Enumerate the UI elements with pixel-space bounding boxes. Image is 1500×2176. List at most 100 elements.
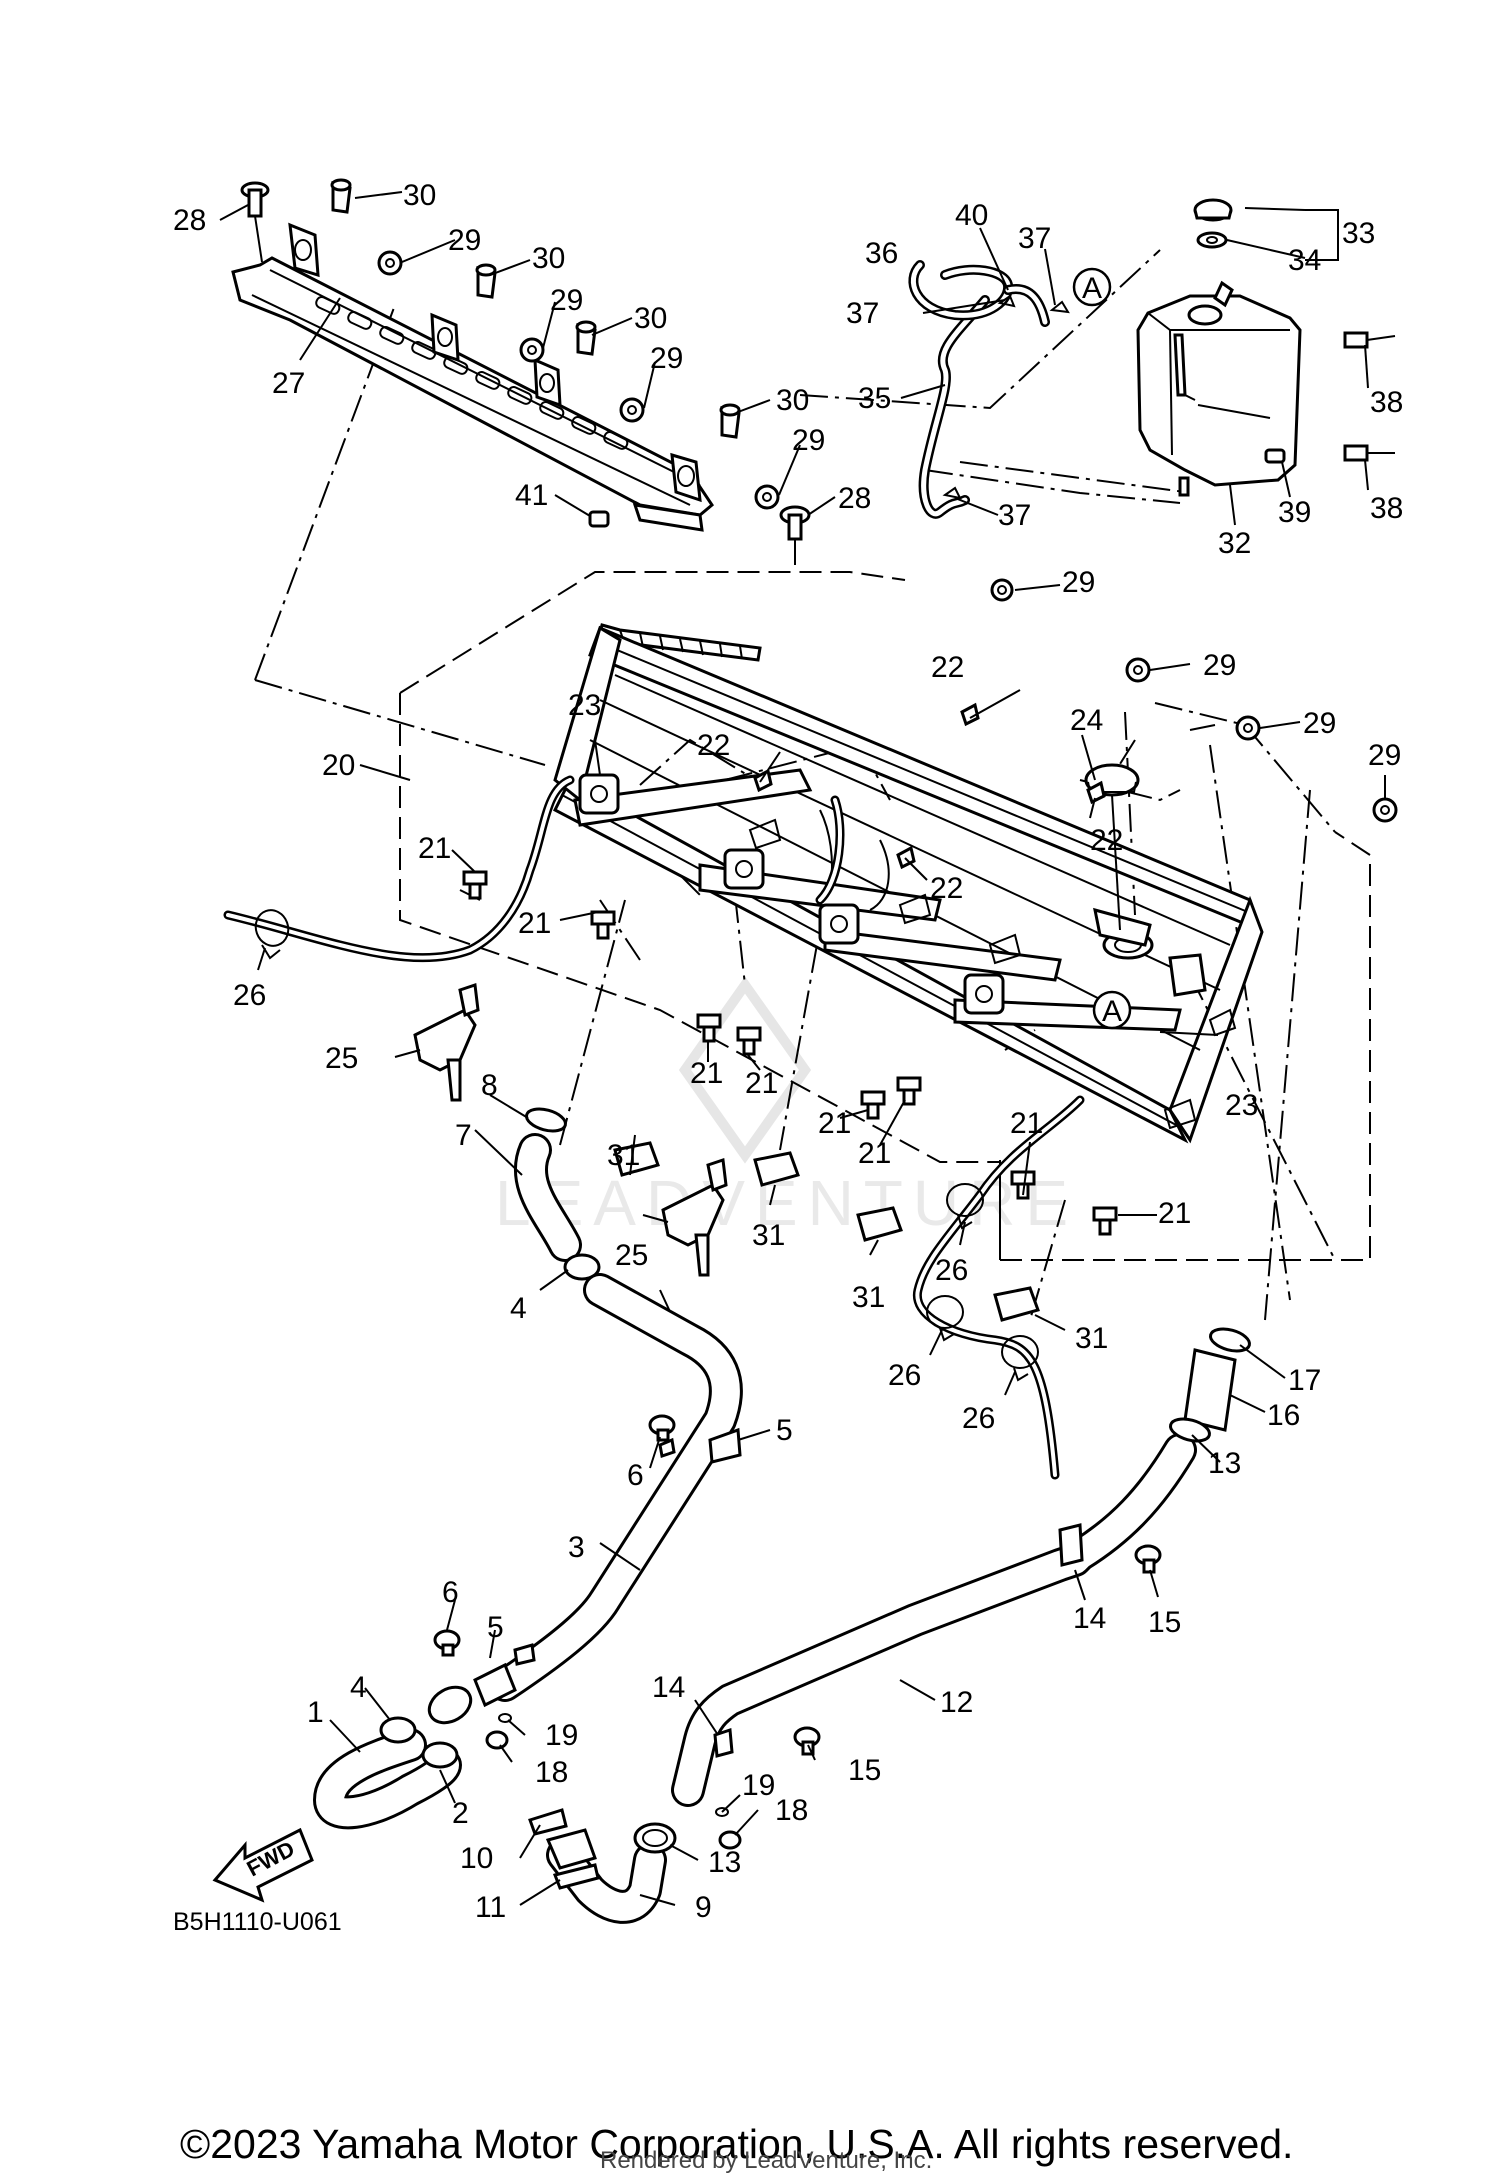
bolt-28-bottom — [779, 505, 811, 565]
hose-16 — [1183, 1348, 1237, 1432]
radiator-bracket — [231, 222, 714, 532]
label-4-upper: 4 — [510, 1292, 527, 1325]
cap-washer-34 — [1196, 231, 1228, 249]
label-7: 7 — [455, 1119, 472, 1152]
label-24: 24 — [1070, 704, 1103, 737]
clip-41 — [588, 510, 610, 528]
washer-19-right — [715, 1807, 729, 1817]
label-29-e: 29 — [1062, 566, 1095, 599]
radiator-tubes — [223, 775, 1085, 1480]
label-26-a: 26 — [233, 979, 266, 1012]
label-17: 17 — [1288, 1364, 1321, 1397]
grommets-29 — [377, 250, 1398, 823]
clamp-4-lower — [379, 1716, 417, 1744]
clamp-2 — [421, 1741, 459, 1769]
label-28-bottom: 28 — [838, 482, 871, 515]
label-31-a: 31 — [607, 1139, 640, 1172]
label-37-b: 37 — [846, 297, 879, 330]
overflow-hose-35 — [918, 295, 990, 519]
label-22-d: 22 — [930, 872, 963, 905]
label-26-d: 26 — [962, 1402, 995, 1435]
label-15-upper: 15 — [1148, 1606, 1181, 1639]
label-22-c: 22 — [1090, 824, 1123, 857]
label-6-lower: 6 — [442, 1576, 459, 1609]
diagram-code: B5H1110-U061 — [173, 1908, 342, 1936]
label-21-e: 21 — [818, 1107, 851, 1140]
label-22-a: 22 — [931, 651, 964, 684]
label-19-left: 19 — [545, 1719, 578, 1752]
clamp-13-lower — [633, 1822, 677, 1854]
washer-19-left — [498, 1713, 512, 1723]
label-1: 1 — [307, 1696, 324, 1729]
clamp-13-upper — [1169, 1417, 1211, 1443]
label-38-a: 38 — [1370, 386, 1403, 419]
hose-clamps-26 — [254, 909, 1039, 1382]
label-21-d: 21 — [745, 1067, 778, 1100]
label-16: 16 — [1267, 1399, 1300, 1432]
label-5-upper: 5 — [776, 1414, 793, 1447]
label-15-lower: 15 — [848, 1754, 881, 1787]
label-41: 41 — [515, 479, 548, 512]
clamp-4-upper — [563, 1253, 601, 1281]
label-11: 11 — [475, 1891, 506, 1924]
label-8: 8 — [481, 1069, 498, 1102]
hose-1 — [313, 1728, 462, 1830]
label-19-right: 19 — [742, 1769, 775, 1802]
label-21-c: 21 — [690, 1057, 723, 1090]
label-37-c: 37 — [998, 499, 1031, 532]
label-30-c: 30 — [634, 302, 667, 335]
label-30-d: 30 — [776, 384, 809, 417]
label-23-a: 23 — [568, 689, 601, 722]
label-32: 32 — [1218, 527, 1251, 560]
radiator-assembly — [553, 623, 1264, 1144]
callout-a-radiator: A — [1092, 990, 1132, 1030]
label-29-c: 29 — [650, 342, 683, 375]
clip-11 — [552, 1863, 600, 1890]
label-13-lower: 13 — [708, 1846, 741, 1879]
label-2: 2 — [452, 1797, 469, 1830]
fasteners-22 — [753, 702, 1106, 870]
label-5-lower: 5 — [487, 1611, 504, 1644]
label-6-upper: 6 — [627, 1459, 644, 1492]
label-33: 33 — [1342, 217, 1375, 250]
label-21-g: 21 — [1010, 1107, 1043, 1140]
bolts-15 — [793, 1544, 1162, 1756]
callout-a-top: A — [1072, 267, 1112, 307]
hose-clamps-37 — [942, 294, 1070, 500]
label-28-top: 28 — [173, 204, 206, 237]
label-26-b: 26 — [935, 1254, 968, 1287]
rendered-by-credit: Rendered by LeadVenture, Inc. — [600, 2147, 933, 2174]
label-20: 20 — [322, 749, 355, 782]
label-3: 3 — [568, 1531, 585, 1564]
bolt-28-top — [240, 181, 270, 263]
label-21-b: 21 — [518, 907, 551, 940]
svg-text:A: A — [1102, 995, 1122, 1028]
label-25-b: 25 — [615, 1239, 648, 1272]
hose-7 — [513, 1133, 582, 1262]
label-37-a: 37 — [1018, 222, 1051, 255]
pipe-12-brackets — [713, 1523, 1084, 1758]
label-13-upper: 13 — [1208, 1447, 1241, 1480]
breather-hose-36 — [908, 260, 1050, 327]
pipe-3-brackets — [513, 1427, 742, 1666]
bolt-18-left — [485, 1730, 509, 1750]
label-31-b: 31 — [752, 1219, 785, 1252]
tank-cap-33 — [1193, 198, 1233, 222]
brackets-25 — [413, 982, 728, 1277]
label-30-a: 30 — [403, 179, 436, 212]
bolts-6 — [433, 1414, 676, 1657]
label-29-f: 29 — [1203, 649, 1236, 682]
leader-lines — [219, 191, 1386, 1906]
tank-nut-39 — [1264, 448, 1286, 464]
bolt-18-right — [718, 1830, 742, 1850]
label-21-h: 21 — [1158, 1197, 1191, 1230]
label-29-h: 29 — [1368, 739, 1401, 772]
label-35: 35 — [858, 382, 891, 415]
clamp-17 — [1209, 1327, 1251, 1353]
label-12: 12 — [940, 1686, 973, 1719]
label-10: 10 — [460, 1842, 493, 1875]
label-22-b: 22 — [697, 729, 730, 762]
label-27: 27 — [272, 367, 305, 400]
hose-9 — [545, 1828, 667, 1924]
label-4-lower: 4 — [350, 1671, 367, 1704]
